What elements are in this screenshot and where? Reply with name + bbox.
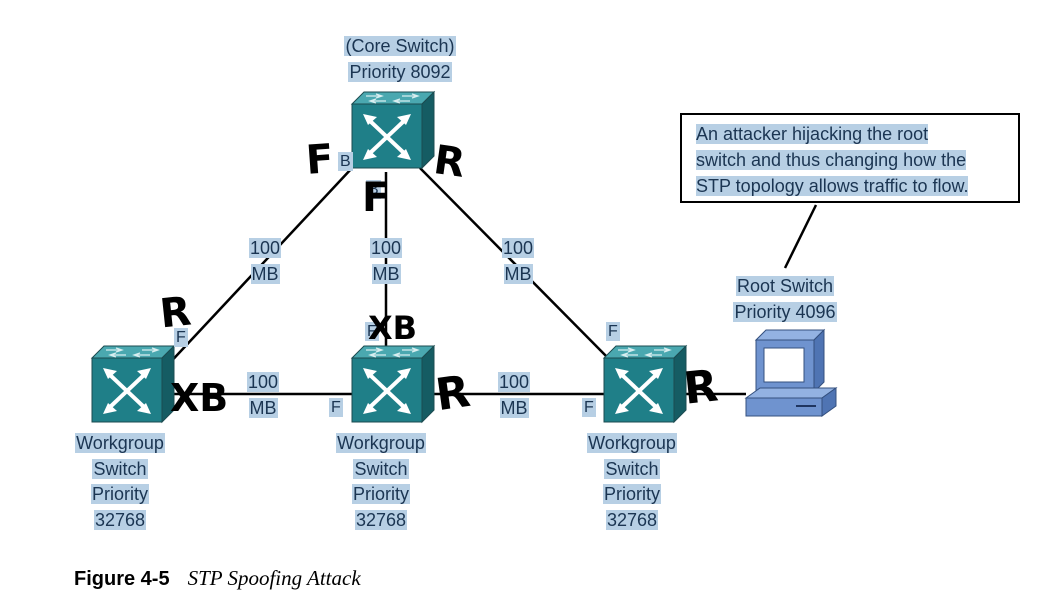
- workgroup-switch-mid-icon: [350, 344, 436, 424]
- speed-value: 100: [501, 238, 535, 258]
- figure-title: STP Spoofing Attack: [187, 566, 361, 590]
- link-speed-core-left: 100 MB: [235, 236, 295, 287]
- wg-right-line3: Priority: [602, 484, 661, 504]
- link-speed-core-mid: 100 MB: [356, 236, 416, 287]
- handwritten-core-left: F: [304, 136, 335, 184]
- wg-mid-line4: 32768: [354, 509, 408, 530]
- link-speed-mid-right: 100 MB: [484, 370, 544, 421]
- handwritten-left-top: R: [157, 288, 194, 338]
- handwritten-core-right: R: [430, 137, 468, 187]
- handwritten-left-right: XB: [170, 376, 229, 420]
- root-switch-priority: Priority 4096: [733, 301, 837, 322]
- wg-mid-line3: Priority: [351, 484, 410, 504]
- callout-line-1: An attacker hijacking the root: [696, 124, 929, 144]
- wg-right-line1: Workgroup: [587, 433, 677, 453]
- core-switch-name: (Core Switch): [344, 36, 456, 56]
- handwritten-mid-right: R: [432, 365, 474, 422]
- attack-callout-box: An attacker hijacking the root switch an…: [680, 113, 1020, 203]
- wg-left-line2: Switch: [92, 458, 148, 479]
- speed-unit: MB: [499, 397, 529, 418]
- wg-mid-line1: Workgroup: [336, 433, 426, 453]
- wg-left-line3: Priority: [90, 484, 149, 504]
- port-right-top: F: [606, 322, 620, 341]
- figure-caption: Figure 4-5 STP Spoofing Attack: [74, 566, 361, 591]
- handwritten-core-mid: F: [362, 175, 390, 221]
- callout-line-3: STP topology allows traffic to flow.: [696, 176, 969, 196]
- workgroup-switch-right-icon: [602, 344, 688, 424]
- callout-line-2: switch and thus changing how the: [696, 150, 967, 170]
- workgroup-switch-right-label: Workgroup Switch Priority 32768: [562, 431, 702, 533]
- wg-right-line4: 32768: [605, 509, 659, 530]
- port-mid-top: F: [365, 322, 379, 341]
- root-switch-label: Root Switch Priority 4096: [710, 274, 860, 325]
- port-core-mid: B: [366, 180, 381, 199]
- handwritten-right-right: R: [681, 360, 721, 415]
- handwritten-mid-top: XB: [368, 309, 418, 347]
- port-mid-left: F: [329, 398, 343, 417]
- wg-right-line2: Switch: [604, 458, 660, 479]
- workgroup-switch-mid-label: Workgroup Switch Priority 32768: [311, 431, 451, 533]
- speed-unit: MB: [248, 397, 278, 418]
- wg-left-line4: 32768: [93, 509, 147, 530]
- workgroup-switch-left-icon: [90, 344, 176, 424]
- speed-value: 100: [369, 238, 403, 258]
- speed-unit: MB: [371, 263, 401, 284]
- link-speed-left-mid: 100 MB: [233, 370, 293, 421]
- callout-pointer: [783, 204, 818, 269]
- speed-value: 100: [248, 238, 282, 258]
- speed-unit: MB: [503, 263, 533, 284]
- core-switch-label: (Core Switch) Priority 8092: [320, 34, 480, 85]
- workgroup-switch-left-label: Workgroup Switch Priority 32768: [50, 431, 190, 533]
- port-left-top: F: [174, 328, 188, 347]
- speed-unit: MB: [250, 263, 280, 284]
- wg-mid-line2: Switch: [353, 458, 409, 479]
- speed-value: 100: [497, 372, 531, 392]
- core-switch-icon: [350, 90, 436, 170]
- figure-number: Figure 4-5: [74, 568, 170, 590]
- root-switch-computer-icon: [744, 328, 838, 417]
- speed-value: 100: [246, 372, 280, 392]
- link-speed-core-right: 100 MB: [488, 236, 548, 287]
- port-right-left: F: [582, 398, 596, 417]
- port-core-left: B: [338, 152, 353, 171]
- wg-left-line1: Workgroup: [75, 433, 165, 453]
- root-switch-name: Root Switch: [735, 276, 835, 296]
- core-switch-priority: Priority 8092: [348, 61, 452, 82]
